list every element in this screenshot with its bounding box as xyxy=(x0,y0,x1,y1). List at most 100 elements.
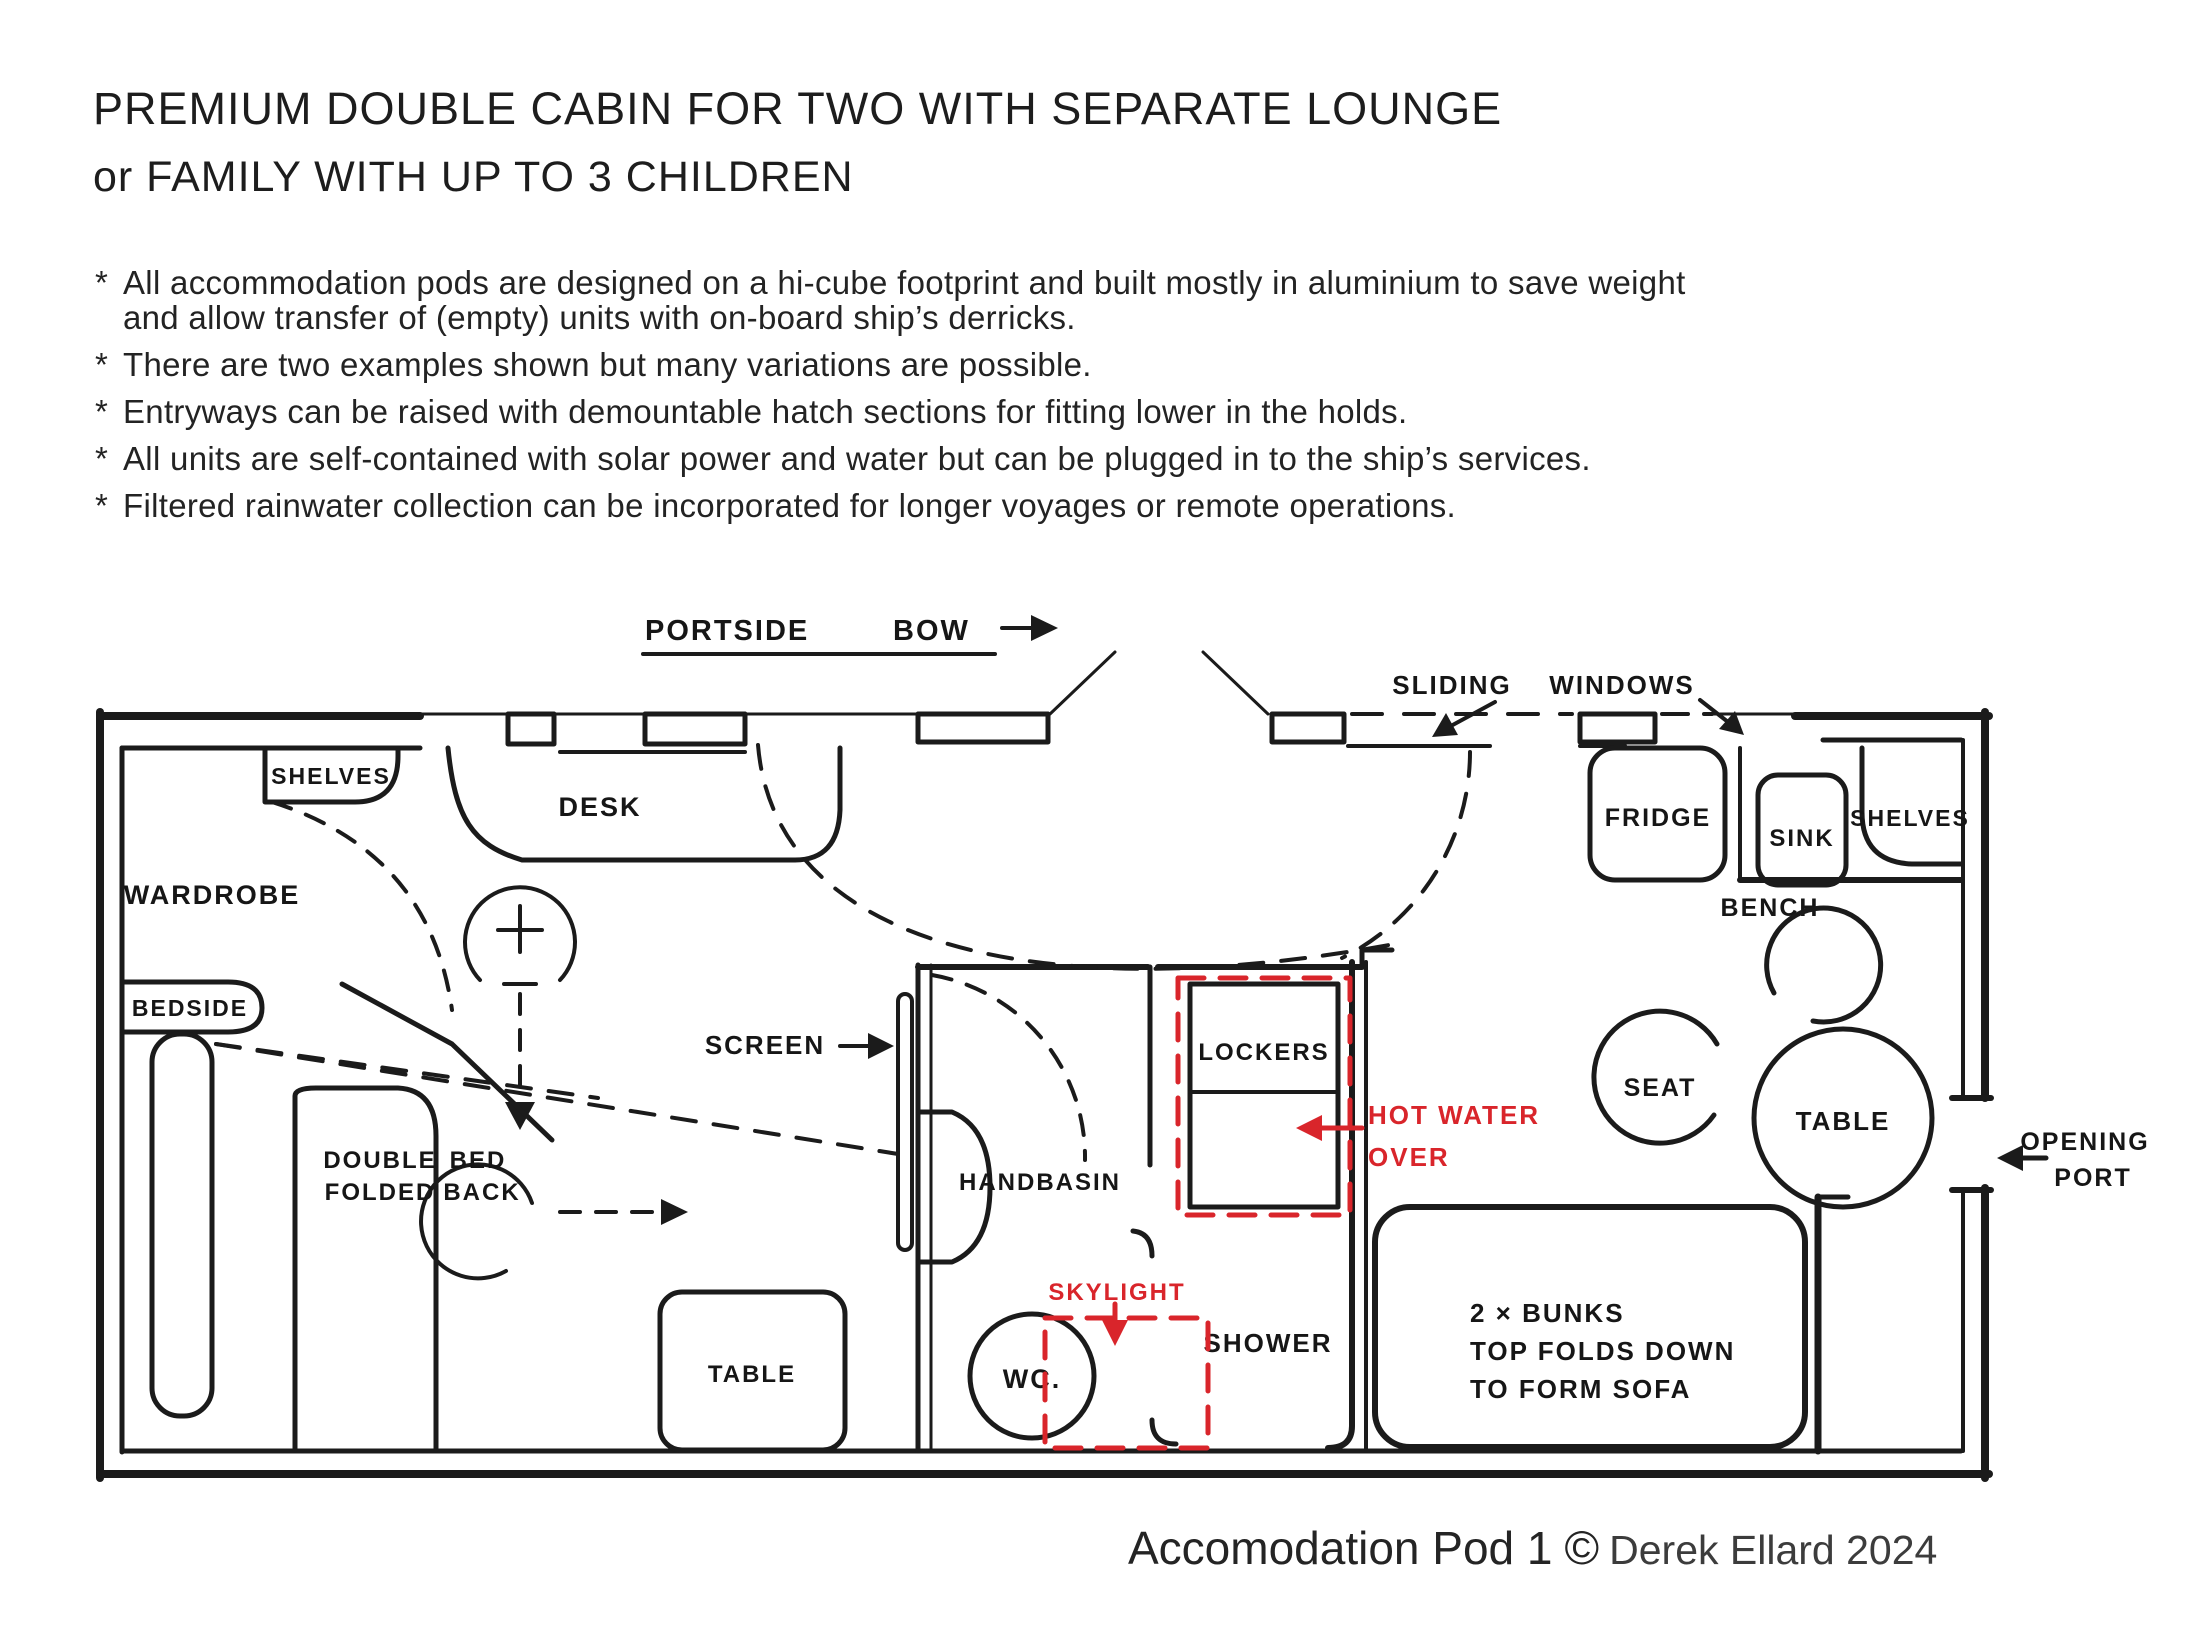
shower-tray-corner-top xyxy=(1130,1228,1155,1259)
lockers-box xyxy=(1187,981,1341,1210)
ceiling-fan-icon xyxy=(463,885,577,982)
wc-toilet xyxy=(967,1311,1097,1441)
bow-arrow-head-icon xyxy=(1031,615,1058,641)
opening-port-callout: OPENING PORT xyxy=(1997,1128,2148,1192)
shower-tray-corner-bottom xyxy=(1149,1417,1179,1447)
lounge-shelves-label: SHELVES xyxy=(1850,805,1970,831)
folded-label: FOLDED xyxy=(325,1179,436,1206)
bedside-label: BEDSIDE xyxy=(132,995,248,1021)
skylight-label: SKYLIGHT xyxy=(1048,1279,1185,1306)
lounge-table-label: TABLE xyxy=(1796,1106,1891,1136)
seat-circle xyxy=(1591,1008,1720,1146)
sink-box xyxy=(1755,772,1849,888)
windows-label: WINDOWS xyxy=(1549,670,1694,700)
skylight-arrow-head-icon xyxy=(1102,1320,1128,1346)
note-line: *All units are self-contained with solar… xyxy=(95,440,1591,478)
skylight-dashed-outline xyxy=(1042,1315,1211,1451)
note-text: and allow transfer of (empty) units with… xyxy=(123,299,1076,336)
bed-foldout-dashed-2 xyxy=(214,1042,600,1100)
over-label: OVER xyxy=(1368,1142,1450,1172)
airflow-arrow-down-icon xyxy=(505,1102,535,1130)
bunks-label-2: TOP FOLDS DOWN xyxy=(1470,1336,1735,1366)
doorway-leader-right xyxy=(1201,650,1270,716)
port-label: PORT xyxy=(2054,1164,2131,1192)
note-text: Filtered rainwater collection can be inc… xyxy=(123,487,1457,524)
note-line: *Entryways can be raised with demountabl… xyxy=(95,393,1407,431)
bunks-box xyxy=(1372,1204,1808,1450)
desk-label: DESK xyxy=(558,792,641,822)
window-section xyxy=(642,711,748,747)
bedroom-area: SHELVES DESK WARDROBE BEDSIDE DOUBLE FOL… xyxy=(119,745,914,1453)
portside-label: PORTSIDE xyxy=(645,615,809,647)
opening-port-arrow-head-icon xyxy=(1997,1145,2023,1171)
bench-label: BENCH xyxy=(1721,894,1820,922)
double-bed-folded xyxy=(292,1085,439,1453)
bedroom-table xyxy=(657,1289,848,1453)
author-name: Derek Ellard 2024 xyxy=(1609,1527,1938,1573)
lockers-label: LOCKERS xyxy=(1198,1039,1329,1066)
bed-pillow xyxy=(149,1031,215,1419)
bunks-label-1: 2 × BUNKS xyxy=(1470,1298,1625,1328)
attribution: Accomodation Pod 1©Derek Ellard 2024 xyxy=(1128,1520,1937,1575)
doorway-leader-left xyxy=(1048,650,1117,716)
outer-walls xyxy=(96,650,1994,1482)
bunks-label-3: TO FORM SOFA xyxy=(1470,1374,1691,1404)
bullet: * xyxy=(95,264,109,301)
bedside-box xyxy=(119,979,265,1035)
fridge-label: FRIDGE xyxy=(1605,804,1711,832)
bathroom-area: HANDBASIN WC. SHOWER SKYLIGHT LOCKERS HO… xyxy=(915,947,1540,1454)
sliding-window-arrow-1-head-icon xyxy=(1432,713,1458,737)
bed-label: BED xyxy=(450,1147,507,1174)
entry-door-swing-left-dashed xyxy=(756,743,1407,971)
entry-door-swing-right-dashed xyxy=(1340,750,1472,960)
pod-name: Accomodation Pod 1 xyxy=(1128,1522,1553,1574)
note-line: * There are two examples shown but many v… xyxy=(95,346,1092,384)
note-text: Entryways can be raised with demountable… xyxy=(123,393,1408,430)
sliding-window-arrow-2-head-icon xyxy=(1719,711,1744,735)
lounge-area: FRIDGE SINK SHELVES BENCH SEAT TABLE 2 ×… xyxy=(1372,745,1970,1455)
back-label: BACK xyxy=(443,1179,520,1206)
hot-water-label: HOT WATER xyxy=(1368,1100,1540,1130)
wardrobe-door-swing-dashed xyxy=(270,800,454,1012)
entry-door-swings xyxy=(756,743,1472,971)
seat-label: SEAT xyxy=(1624,1074,1697,1102)
note-line: and allow transfer of (empty) units with… xyxy=(95,299,1076,337)
screen-label: SCREEN xyxy=(705,1030,825,1060)
screen-arrow-head-icon xyxy=(868,1033,894,1059)
window-section xyxy=(505,711,557,747)
note-text: There are two examples shown but many va… xyxy=(123,346,1092,383)
page-title: PREMIUM DOUBLE CABIN FOR TWO WITH SEPARA… xyxy=(93,83,1502,202)
window-section xyxy=(915,711,1051,745)
bullet: * xyxy=(95,487,109,524)
sliding-window-arrow-2 xyxy=(1698,698,1730,724)
bullet: * xyxy=(95,346,109,383)
screen-panel xyxy=(896,992,914,1252)
hot-water-arrow-head-icon xyxy=(1296,1115,1322,1141)
shelves-label: SHELVES xyxy=(271,763,391,789)
bed-foldout-dashed-1 xyxy=(214,1042,900,1156)
wardrobe-label: WARDROBE xyxy=(124,880,301,910)
wardrobe-door-line xyxy=(339,981,555,1143)
double-label: DOUBLE xyxy=(323,1147,436,1174)
airflow-arrow-right-icon xyxy=(661,1199,688,1225)
handbasin-label: HANDBASIN xyxy=(959,1169,1121,1196)
window-section xyxy=(1577,711,1658,745)
lounge-table-circle xyxy=(1751,1026,1935,1210)
handbasin xyxy=(915,1109,993,1265)
sink-label: SINK xyxy=(1769,825,1834,852)
bathroom-wall-step xyxy=(1359,947,1395,970)
window-section xyxy=(1269,711,1347,745)
sliding-label: SLIDING xyxy=(1392,670,1511,700)
bathroom-door-swing-dashed xyxy=(930,973,1088,1162)
title-line-1: PREMIUM DOUBLE CABIN FOR TWO WITH SEPARA… xyxy=(93,83,1503,134)
copyright-icon: © xyxy=(1564,1521,1600,1574)
orientation-labels: PORTSIDE BOW SLIDING WINDOWS xyxy=(641,615,1744,737)
title-line-2: or FAMILY WITH UP TO 3 CHILDREN xyxy=(93,153,854,201)
note-line: *All accommodation pods are designed on … xyxy=(95,264,1686,302)
fan-cross-icon xyxy=(496,904,544,986)
hot-water-dashed-outline xyxy=(1175,975,1353,1218)
bedroom-table-label: TABLE xyxy=(708,1361,796,1388)
lounge-shelves-box xyxy=(1859,745,1964,867)
